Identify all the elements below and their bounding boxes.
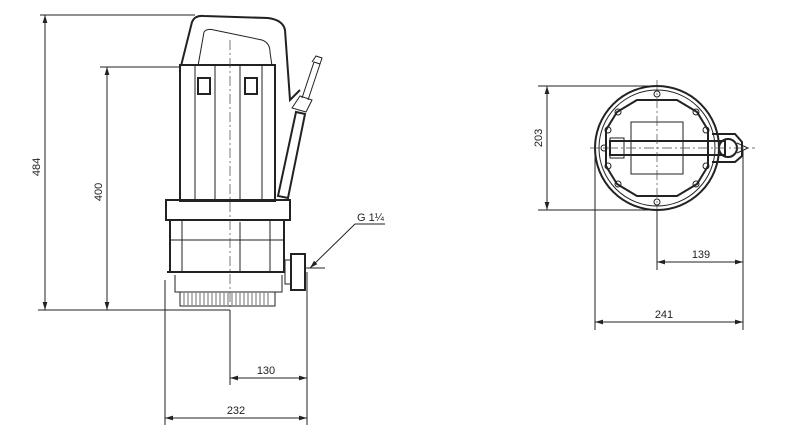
dim-center-to-outlet-label: 139	[692, 249, 710, 261]
outlet-thread-label: G 1¼	[357, 212, 385, 224]
dim-height-label: 400	[93, 183, 105, 201]
top-view-dimensions	[538, 85, 744, 330]
dim-width-label: 232	[227, 405, 245, 417]
top-view-pump	[590, 80, 755, 218]
side-view-dimensions	[38, 14, 385, 425]
dim-depth-label: 203	[533, 129, 545, 147]
dim-overall-width-label: 241	[655, 309, 673, 321]
dim-total-height-label: 484	[31, 158, 43, 176]
side-view-pump	[165, 14, 323, 310]
dim-axis-to-outlet-label: 130	[257, 365, 275, 377]
